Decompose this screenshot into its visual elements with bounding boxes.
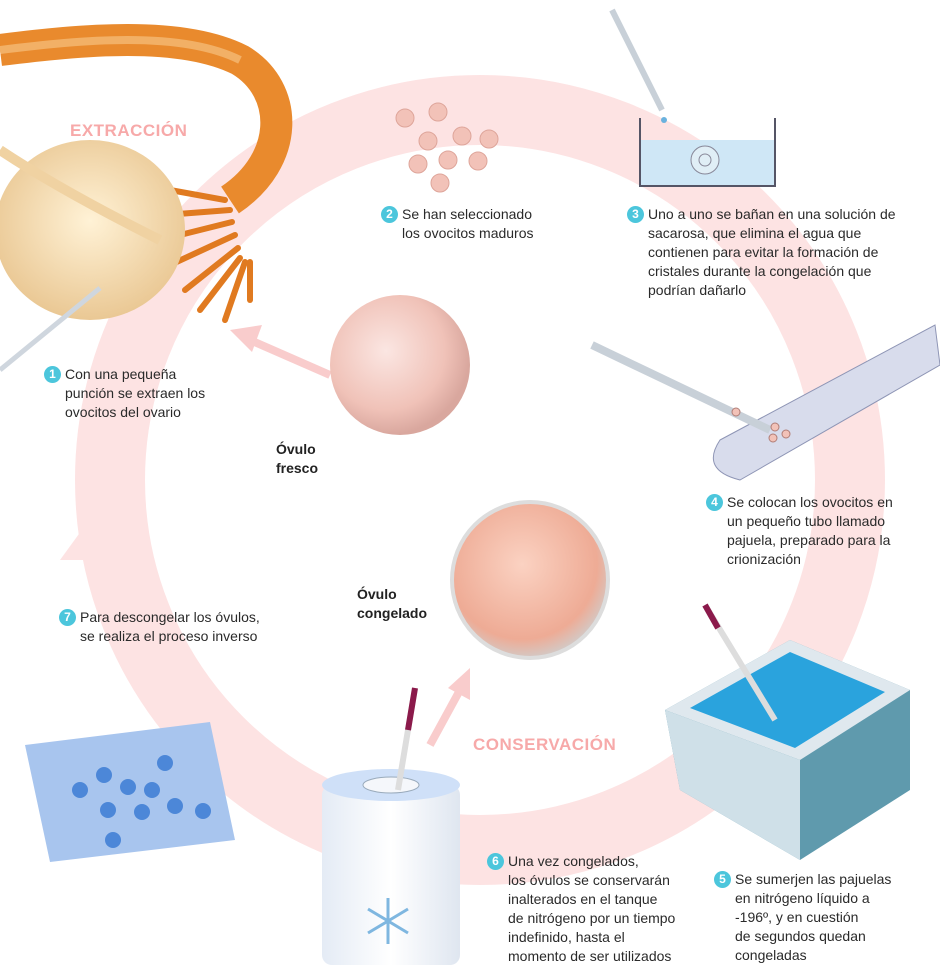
step-number-badge: 7 (59, 609, 76, 626)
step-number-badge: 5 (714, 871, 731, 888)
ovary-illustration (0, 24, 293, 372)
nitrogen-tank (322, 687, 460, 965)
sucrose-dish (609, 8, 776, 187)
cycle-ring (75, 75, 885, 885)
step-number-badge: 2 (381, 206, 398, 223)
fresh-egg-label: Óvulo fresco (276, 441, 319, 476)
step-number-badge: 6 (487, 853, 504, 870)
stage-extraction: EXTRACCIÓN (70, 121, 188, 140)
step-text: Se sumerjen las pajuelas en nitrógeno lí… (735, 871, 892, 963)
fresh-egg-illustration (330, 295, 470, 435)
arrow-to-frozen (426, 688, 464, 747)
step-text: Se han seleccionado los ovocitos maduros (402, 206, 534, 241)
thaw-plate (25, 722, 235, 862)
step-number-badge: 4 (706, 494, 723, 511)
snowflake-icon (367, 898, 409, 944)
nitrogen-bath (665, 603, 910, 860)
step-number-badge: 3 (627, 206, 644, 223)
arrow-to-ovary (248, 336, 332, 379)
step-text: Para descongelar los óvulos, se realiza … (80, 609, 260, 644)
step-text: Con una pequeña punción se extraen los o… (65, 366, 206, 420)
step-text: Una vez congelados, los óvulos se conser… (508, 853, 676, 964)
frozen-egg-illustration (450, 500, 610, 660)
frozen-egg-label: Óvulo congelado (357, 586, 428, 621)
step-text: Se colocan los ovocitos en un pequeño tu… (727, 494, 893, 567)
stage-conservation: CONSERVACIÓN (473, 735, 617, 754)
step-text: Uno a uno se bañan en una solución de sa… (648, 206, 896, 298)
straw-illustration (590, 324, 940, 481)
step-number-badge: 1 (44, 366, 61, 383)
ring-arrow-left (60, 505, 145, 560)
selected-oocytes (395, 102, 499, 193)
